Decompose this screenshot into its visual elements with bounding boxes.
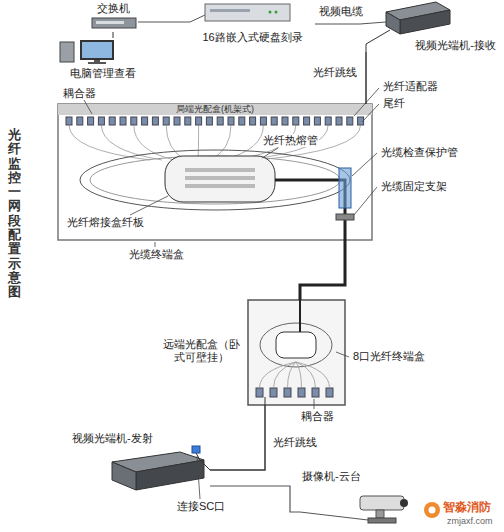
computer-icon <box>60 40 114 64</box>
pigtail <box>274 362 297 388</box>
cable-connector <box>210 405 265 470</box>
adapter <box>260 117 266 125</box>
device-label: 视频光端机-发射 <box>70 432 155 445</box>
adapter <box>88 117 94 125</box>
adapter <box>120 117 126 125</box>
callout-label: 光纤适配器 <box>382 80 439 93</box>
adapter <box>298 388 305 397</box>
adapter <box>77 117 83 125</box>
adapter <box>270 388 277 397</box>
watermark-logo <box>429 507 436 514</box>
pigtail <box>258 125 361 160</box>
device-label: 视频光端机-接收 <box>413 39 498 52</box>
pigtail <box>198 125 200 160</box>
callout-label: 光纤热熔管 <box>262 134 319 147</box>
remote-box <box>248 300 345 405</box>
adapter <box>293 117 299 125</box>
adapter <box>196 117 202 125</box>
adapter <box>347 117 353 125</box>
cable-connector <box>138 21 190 22</box>
adapter <box>228 117 234 125</box>
adapter <box>312 388 319 397</box>
diagram-title: 光纤监控一网段配置示意图 <box>8 128 21 300</box>
adapter <box>250 117 256 125</box>
transmitter-device: 视频光端机-发射 <box>70 432 210 492</box>
transmitter-icon <box>112 446 210 490</box>
pigtail <box>260 362 297 388</box>
callout-label: 光纤熔接盒纤板 <box>66 216 145 229</box>
watermark: zmjaxf.com <box>446 516 494 527</box>
adapter <box>206 117 212 125</box>
camera-device: 摄像机-云台 <box>300 470 420 526</box>
adapter <box>314 117 320 125</box>
adapter <box>239 117 245 125</box>
adapter <box>66 117 72 125</box>
callout-label: 尾纤 <box>382 97 406 110</box>
pigtail <box>296 362 302 388</box>
adapter <box>282 117 288 125</box>
device-label: 局端光配盒(机架式) <box>174 104 256 115</box>
jumper <box>265 397 266 405</box>
adapter <box>142 117 148 125</box>
adapter-row <box>256 362 333 405</box>
device-label: 交换机 <box>95 2 132 15</box>
adapter <box>304 117 310 125</box>
pigtail <box>101 125 162 160</box>
edge-label: 视频电缆 <box>318 5 364 18</box>
callout-label: 光缆检查保护管 <box>380 146 459 159</box>
switch-device: 交换机 <box>88 2 138 32</box>
adapter <box>256 388 263 397</box>
receiver-device: 视频光端机-接收 <box>360 4 498 52</box>
device-label: 电脑管理查看 <box>68 67 138 80</box>
adapter <box>325 117 331 125</box>
device-label: 远端光配盒（卧式可壁挂） <box>156 338 246 364</box>
dvr-icon <box>190 4 290 22</box>
adapter <box>336 117 342 125</box>
adapter <box>284 388 291 397</box>
watermark: 智淼消防 <box>442 500 492 514</box>
adapter <box>185 117 191 125</box>
switch-icon <box>92 18 136 28</box>
device-label: 摄像机-云台 <box>300 470 363 483</box>
adapter <box>131 117 137 125</box>
cable-connector <box>365 52 367 104</box>
cable-connector <box>300 240 345 300</box>
callout-label: 耦合器 <box>300 410 335 423</box>
remote-optical-box: 远端光配盒（卧式可壁挂） <box>248 300 345 405</box>
pigtail <box>166 125 186 160</box>
callout-label: 光缆终端盒 <box>128 248 185 261</box>
cable-connector <box>112 32 113 38</box>
cable-connector <box>315 23 360 24</box>
pigtail <box>296 362 316 388</box>
device-label: 16路嵌入式硬盘刻录 <box>200 31 304 44</box>
adapter <box>217 117 223 125</box>
pigtail <box>288 362 297 388</box>
adapter-row <box>66 117 364 160</box>
edge-label: 光纤跳线 <box>272 436 318 449</box>
adapter <box>271 117 277 125</box>
callout-label: 8口光纤终端盒 <box>352 350 426 363</box>
dvr-device: 16路嵌入式硬盘刻录 <box>190 2 315 44</box>
callout-label: 耦合器 <box>62 87 97 100</box>
computer-device: 电脑管理查看 <box>55 38 150 80</box>
adapter <box>174 117 180 125</box>
edge-label: 光纤跳线 <box>312 66 358 79</box>
adapter <box>98 117 104 125</box>
pigtail <box>210 125 231 160</box>
adapter <box>152 117 158 125</box>
rack-box <box>58 104 372 240</box>
adapter <box>326 388 333 397</box>
camera-icon <box>300 496 408 523</box>
watermark-logo <box>424 502 440 518</box>
callout-label: 连接SC口 <box>176 500 226 513</box>
adapter <box>163 117 169 125</box>
callout-label: 光缆固定支架 <box>380 180 448 193</box>
adapter <box>109 117 115 125</box>
pigtail <box>296 362 330 388</box>
